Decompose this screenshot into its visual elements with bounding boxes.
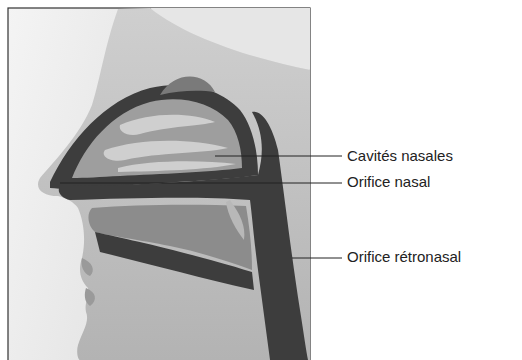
head-profile [38,8,310,360]
leader-line [60,183,342,184]
uvula [226,200,244,240]
upper-turbinate [120,115,215,135]
palate-pharynx [59,112,308,360]
mouth-floor [95,232,254,290]
lower-turbinate [118,161,236,172]
leader-line [292,258,342,259]
part-label: Cavités nasales [347,147,453,165]
frame [8,8,310,360]
lip [81,258,92,276]
middle-turbinate [104,141,228,161]
part-label: Orifice nasal [347,173,430,191]
nasal-cavity-wall [50,85,258,189]
part-label: Orifice rétronasal [347,248,461,266]
leader-line [215,156,342,157]
lip [85,288,95,306]
nasal-cavity [72,99,242,178]
sinus [160,77,215,95]
